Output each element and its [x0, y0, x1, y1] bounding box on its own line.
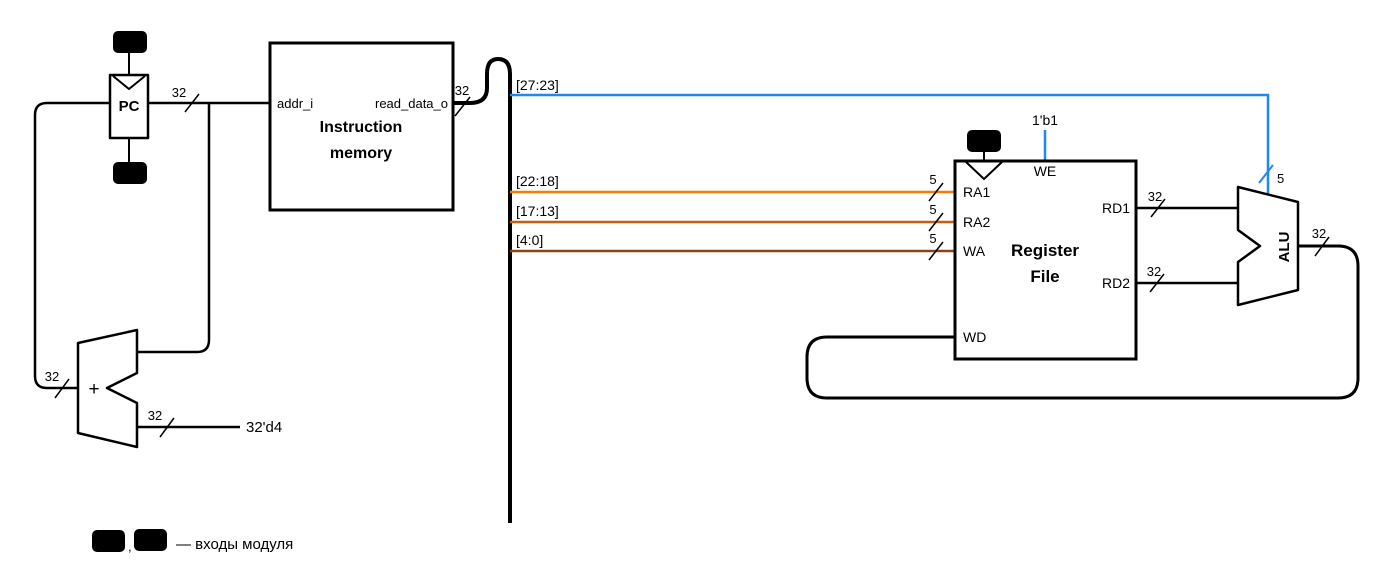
width-slash-ra1 [928, 182, 944, 202]
alu-block [1236, 185, 1300, 307]
width-label-ra2: 5 [929, 202, 936, 217]
pc-label: PC [119, 98, 140, 115]
imem-title-line2: memory [330, 145, 392, 162]
rf-title-line2: File [1030, 267, 1059, 286]
pc-register-block [108, 73, 150, 140]
rf-clock-chevron-icon [965, 161, 1003, 181]
we-constant-label: 1'b1 [1032, 112, 1058, 128]
width-label-rd1: 32 [1148, 189, 1162, 204]
alu-label: ALU [1276, 232, 1293, 263]
width-label-imem-out: 32 [455, 83, 469, 98]
rf-clk-tag [967, 130, 1001, 152]
legend: clk_i , rst_i — входы модуля [92, 529, 293, 554]
imem-title-line1: Instruction [320, 119, 403, 136]
width-slash-wa [928, 241, 944, 261]
slice-label-4-0: [4:0] [516, 232, 543, 248]
instruction-memory-block [268, 41, 455, 212]
width-slash-rd2 [1149, 273, 1165, 293]
width-label-rd2: 32 [1147, 264, 1161, 279]
clk-input-tag-label: clk_i [116, 35, 145, 50]
rst-input-tag-label: rst_i [116, 166, 143, 181]
rf-port-ra1: RA1 [963, 184, 990, 200]
legend-rst-tag-label: rst_i [136, 533, 163, 548]
pc-clock-chevron-icon [112, 75, 146, 91]
rf-port-ra2: RA2 [963, 214, 990, 230]
legend-clk-tag-label: clk_i [94, 534, 123, 549]
width-label-adder-const: 32 [148, 408, 162, 423]
rf-title-line1: Register [1011, 241, 1079, 260]
width-slash-rd1 [1150, 198, 1166, 218]
width-label-wa: 5 [929, 231, 936, 246]
wire-slice-27-23 [510, 93, 1270, 195]
width-slash-imem-out [454, 96, 471, 117]
rst-input-tag [113, 162, 147, 184]
legend-clk-tag [92, 530, 125, 552]
width-label-alu-out: 32 [1312, 226, 1326, 241]
rf-port-rd2: RD2 [1102, 275, 1130, 291]
adder-block [76, 328, 139, 449]
rf-port-wa: WA [963, 243, 986, 259]
rf-port-wd: WD [963, 329, 986, 345]
imem-port-read-data: read_data_o [375, 96, 448, 111]
register-file-unit: clk_i 1'b1 WE RA1 RA2 WA WD RD1 RD2 Regi… [953, 112, 1138, 361]
wire-adder-to-pc-feedback [33, 101, 110, 390]
rf-port-we: WE [1034, 163, 1057, 179]
width-slash-adder-const [159, 417, 175, 438]
width-label-pc-out: 32 [172, 85, 186, 100]
rf-clk-tag-label: clk_i [970, 134, 999, 149]
slice-label-27-23: [27:23] [516, 77, 559, 93]
slice-label-17-13: [17:13] [516, 203, 559, 219]
width-slash-alu-out [1314, 236, 1330, 257]
increment-constant-label: 32'd4 [246, 419, 282, 436]
wire-pc-branch-to-adder [138, 103, 211, 354]
adder-plus-label: + [88, 379, 99, 400]
register-file-block [953, 159, 1138, 361]
width-slash-alu-op [1258, 164, 1274, 184]
pc-adder-unit: 32 32'd4 + [76, 328, 282, 449]
instruction-memory-unit: addr_i read_data_o Instruction memory [268, 41, 455, 212]
rf-port-rd1: RD1 [1102, 200, 1130, 216]
legend-description: — входы модуля [176, 536, 293, 553]
legend-rst-tag [134, 529, 167, 551]
width-slash-ra2 [928, 212, 944, 232]
instruction-bus [453, 56, 512, 523]
legend-separator: , [128, 539, 132, 554]
width-label-adder-out: 32 [45, 369, 59, 384]
width-slash-pc-out [184, 93, 200, 113]
alu-unit: ALU 32 [805, 185, 1360, 400]
imem-port-addr: addr_i [277, 96, 313, 111]
clk-input-tag [113, 31, 147, 53]
width-slash-adder-out [54, 378, 70, 399]
wire-alu-to-wd-feedback [805, 244, 1360, 400]
width-label-alu-op: 5 [1277, 171, 1284, 186]
slice-label-22-18: [22:18] [516, 173, 559, 189]
width-label-ra1: 5 [929, 172, 936, 187]
pc-unit: clk_i rst_i PC [108, 31, 150, 184]
